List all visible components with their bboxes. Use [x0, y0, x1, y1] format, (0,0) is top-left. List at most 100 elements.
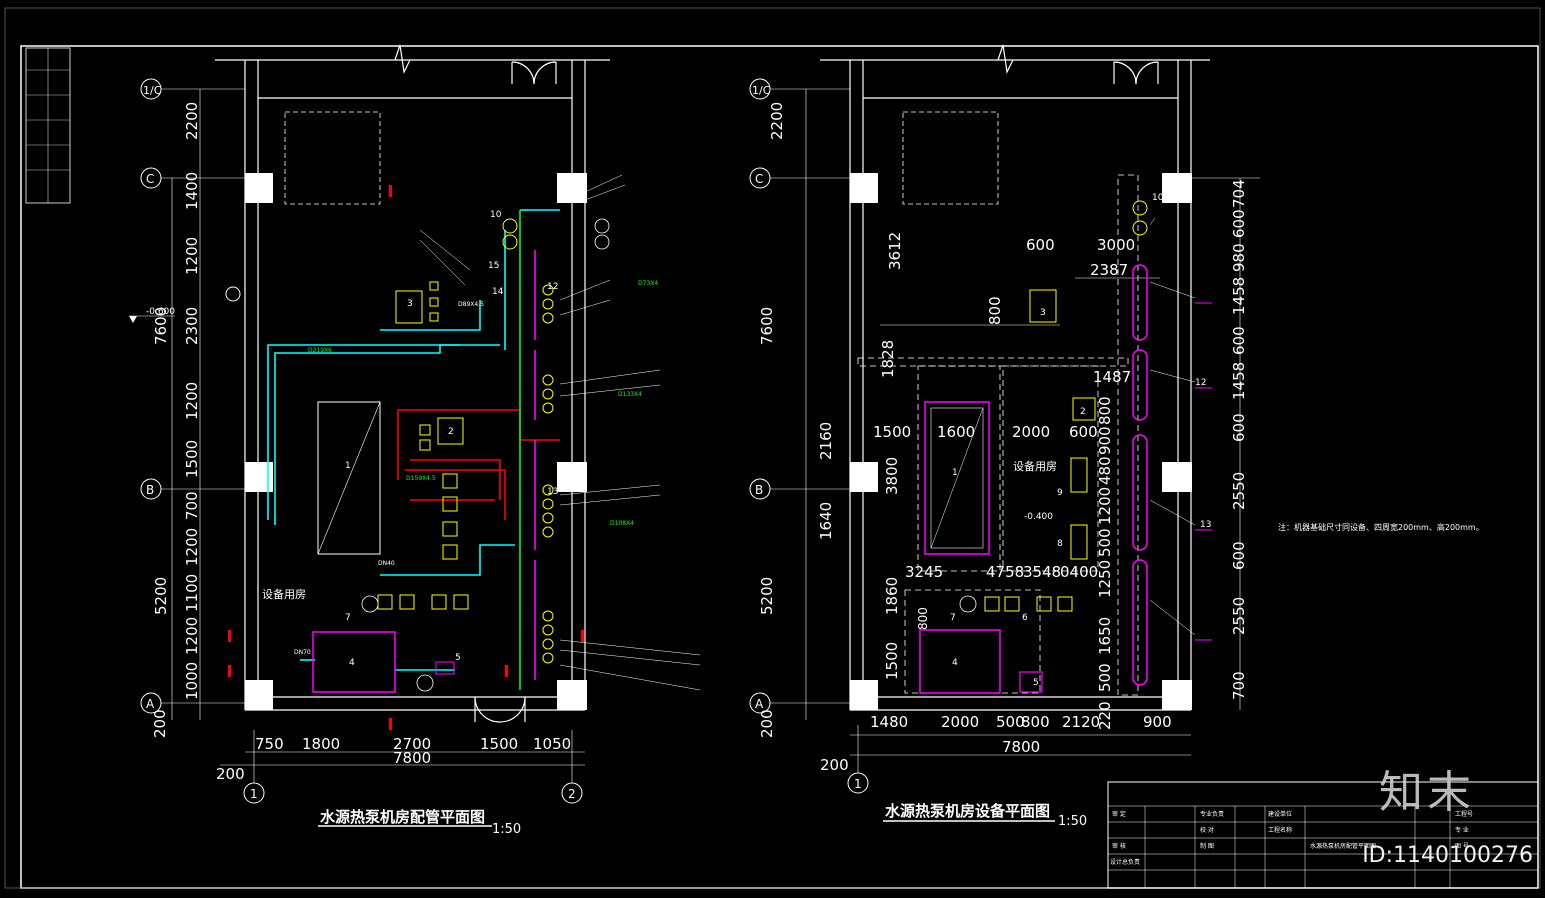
right-axis-b: B	[755, 483, 763, 497]
dim-text: 600	[1069, 423, 1098, 441]
dim-text: 5200	[152, 577, 170, 615]
equipment-number: 1	[345, 461, 351, 471]
dim-text: 1480	[870, 713, 908, 731]
dim-text: 7600	[758, 307, 776, 345]
dim-text: 1860	[883, 577, 901, 615]
right-equipment-numbers: 1 2 3 4 5 6 7 8 9 10 12 13	[950, 193, 1211, 688]
dim-text: 2200	[183, 102, 201, 140]
equipment-number: 12	[1195, 378, 1206, 388]
dim-text: 3245	[905, 563, 943, 581]
dim-text: 1800	[302, 735, 340, 753]
dim-text: 3612	[886, 232, 904, 270]
left-axis-c: C	[146, 172, 154, 186]
dim-text: 1458	[1230, 277, 1248, 315]
right-mid-dims: 800 900 480 1200 500 1250 1650 500 220	[1096, 396, 1114, 730]
left-title: 水源热泵机房配管平面图	[320, 808, 485, 826]
dim-text: 4758	[986, 563, 1024, 581]
dim-text: 1100	[183, 574, 201, 612]
dim-text: 2550	[1230, 472, 1248, 510]
dim-text: 1200	[1096, 487, 1114, 525]
dim-text: 500	[996, 713, 1025, 731]
pipe-label: D219X6	[308, 347, 332, 354]
dim-text: 200	[758, 709, 776, 738]
equipment-number: 6	[1022, 613, 1028, 623]
equipment-number: 5	[1033, 678, 1039, 688]
left-axis-1c: 1/C	[143, 84, 162, 97]
tb-cell: 制 图	[1200, 842, 1214, 850]
left-axis-a: A	[146, 697, 155, 711]
equipment-number: 3	[1040, 308, 1046, 318]
right-room-label: 设备用房	[1013, 459, 1057, 473]
dim-text: 200	[820, 756, 849, 774]
dim-text: 1640	[817, 502, 835, 540]
tb-cell: 校 对	[1200, 826, 1214, 834]
pipe-label: D73X4	[638, 280, 658, 287]
right-axis-c: C	[755, 172, 763, 186]
pipe-label: D89X4.5	[458, 301, 484, 308]
right-axis-1c: 1/C	[752, 84, 771, 97]
equipment-number: 1	[952, 468, 958, 478]
tb-cell: 审 定	[1112, 810, 1126, 818]
dim-text: 700	[1230, 671, 1248, 700]
left-elevation: -0.600	[146, 307, 175, 317]
pipe-label: D133X4	[618, 391, 642, 398]
dim-text: 2550	[1230, 597, 1248, 635]
dim-text: 0400	[1060, 563, 1098, 581]
equipment-number: 15	[488, 261, 499, 271]
left-equipment-numbers: 1 2 3 4 5 7 10 12 13 14 15	[345, 210, 558, 668]
dim-text: 1828	[879, 340, 897, 378]
dim-text: 2200	[768, 102, 786, 140]
dim-text: 1200	[183, 237, 201, 275]
title-block: 审 定 审 核 设计总负责 专业负责 校 对 制 图 建设单位 工程名称 水源热…	[1107, 781, 1539, 889]
tb-cell: 设计总负责	[1110, 858, 1140, 866]
equipment-number: 2	[1080, 407, 1086, 417]
dim-text: 1000	[183, 662, 201, 700]
dim-text: 704	[1230, 179, 1248, 208]
tb-cell: 建设单位	[1268, 810, 1292, 818]
dim-text: 1600	[937, 423, 975, 441]
dim-text: 1487	[1093, 368, 1131, 386]
left-axis-col2: 2	[568, 787, 576, 801]
tb-cell: 专 业	[1455, 826, 1469, 834]
equipment-number: 10	[1152, 193, 1164, 203]
dim-text: 7800	[393, 749, 431, 767]
equipment-number: 8	[1057, 539, 1063, 549]
equipment-number: 5	[455, 653, 461, 663]
right-axis-a: A	[755, 697, 764, 711]
equipment-number: 10	[490, 210, 502, 220]
watermark-brand: 知末	[1379, 767, 1475, 818]
equipment-number: 9	[1057, 488, 1063, 498]
pipe-label: D108X4	[610, 520, 634, 527]
right-inner-dims: 600 3000 2387 800 1487 1500 1600 2000 60…	[873, 236, 1135, 581]
dim-text: 1500	[480, 735, 518, 753]
dim-text: 480	[1096, 456, 1114, 485]
dim-text: 2300	[183, 307, 201, 345]
left-vertical-dims: 2200 1400 1200 2300 1200 1500 700 1200 1…	[151, 102, 201, 738]
tb-cell: 审 核	[1112, 842, 1126, 850]
dim-text: 500	[1096, 528, 1114, 557]
left-axis-col1: 1	[250, 787, 258, 801]
left-room-label: 设备用房	[262, 587, 306, 601]
equipment-number: 4	[349, 658, 355, 668]
right-axis-col1: 1	[854, 777, 862, 791]
dim-text: 2387	[1090, 261, 1128, 279]
right-bottom-dims: 1480 2000 500 800 2120 900 7800 200	[820, 713, 1172, 774]
dim-text: 600	[1230, 209, 1248, 238]
right-note: 注：机器基础尺寸同设备、四周宽200mm、高200mm。	[1278, 522, 1484, 532]
dim-text: 2160	[817, 422, 835, 460]
dim-text: 900	[1096, 426, 1114, 455]
pipe-label: D159X4.5	[406, 475, 436, 482]
dim-text: 980	[1230, 243, 1248, 272]
dim-text: 900	[1143, 713, 1172, 731]
dim-text: 700	[183, 491, 201, 520]
left-pipe-labels: D219X6 D159X4.5 D89X4.5 D73X4 D133X4 D10…	[294, 280, 658, 656]
dim-text: 1050	[533, 735, 571, 753]
equipment-number: 2	[448, 427, 454, 437]
dim-text: 5200	[758, 577, 776, 615]
right-scale: 1:50	[1058, 814, 1087, 829]
right-side-dims: 704 600 980 1458 600 1458 600 2550 600 2…	[1230, 179, 1248, 700]
dim-text: 800	[1021, 713, 1050, 731]
pipe-label: DN70	[294, 649, 311, 656]
dim-text: 3800	[883, 457, 901, 495]
